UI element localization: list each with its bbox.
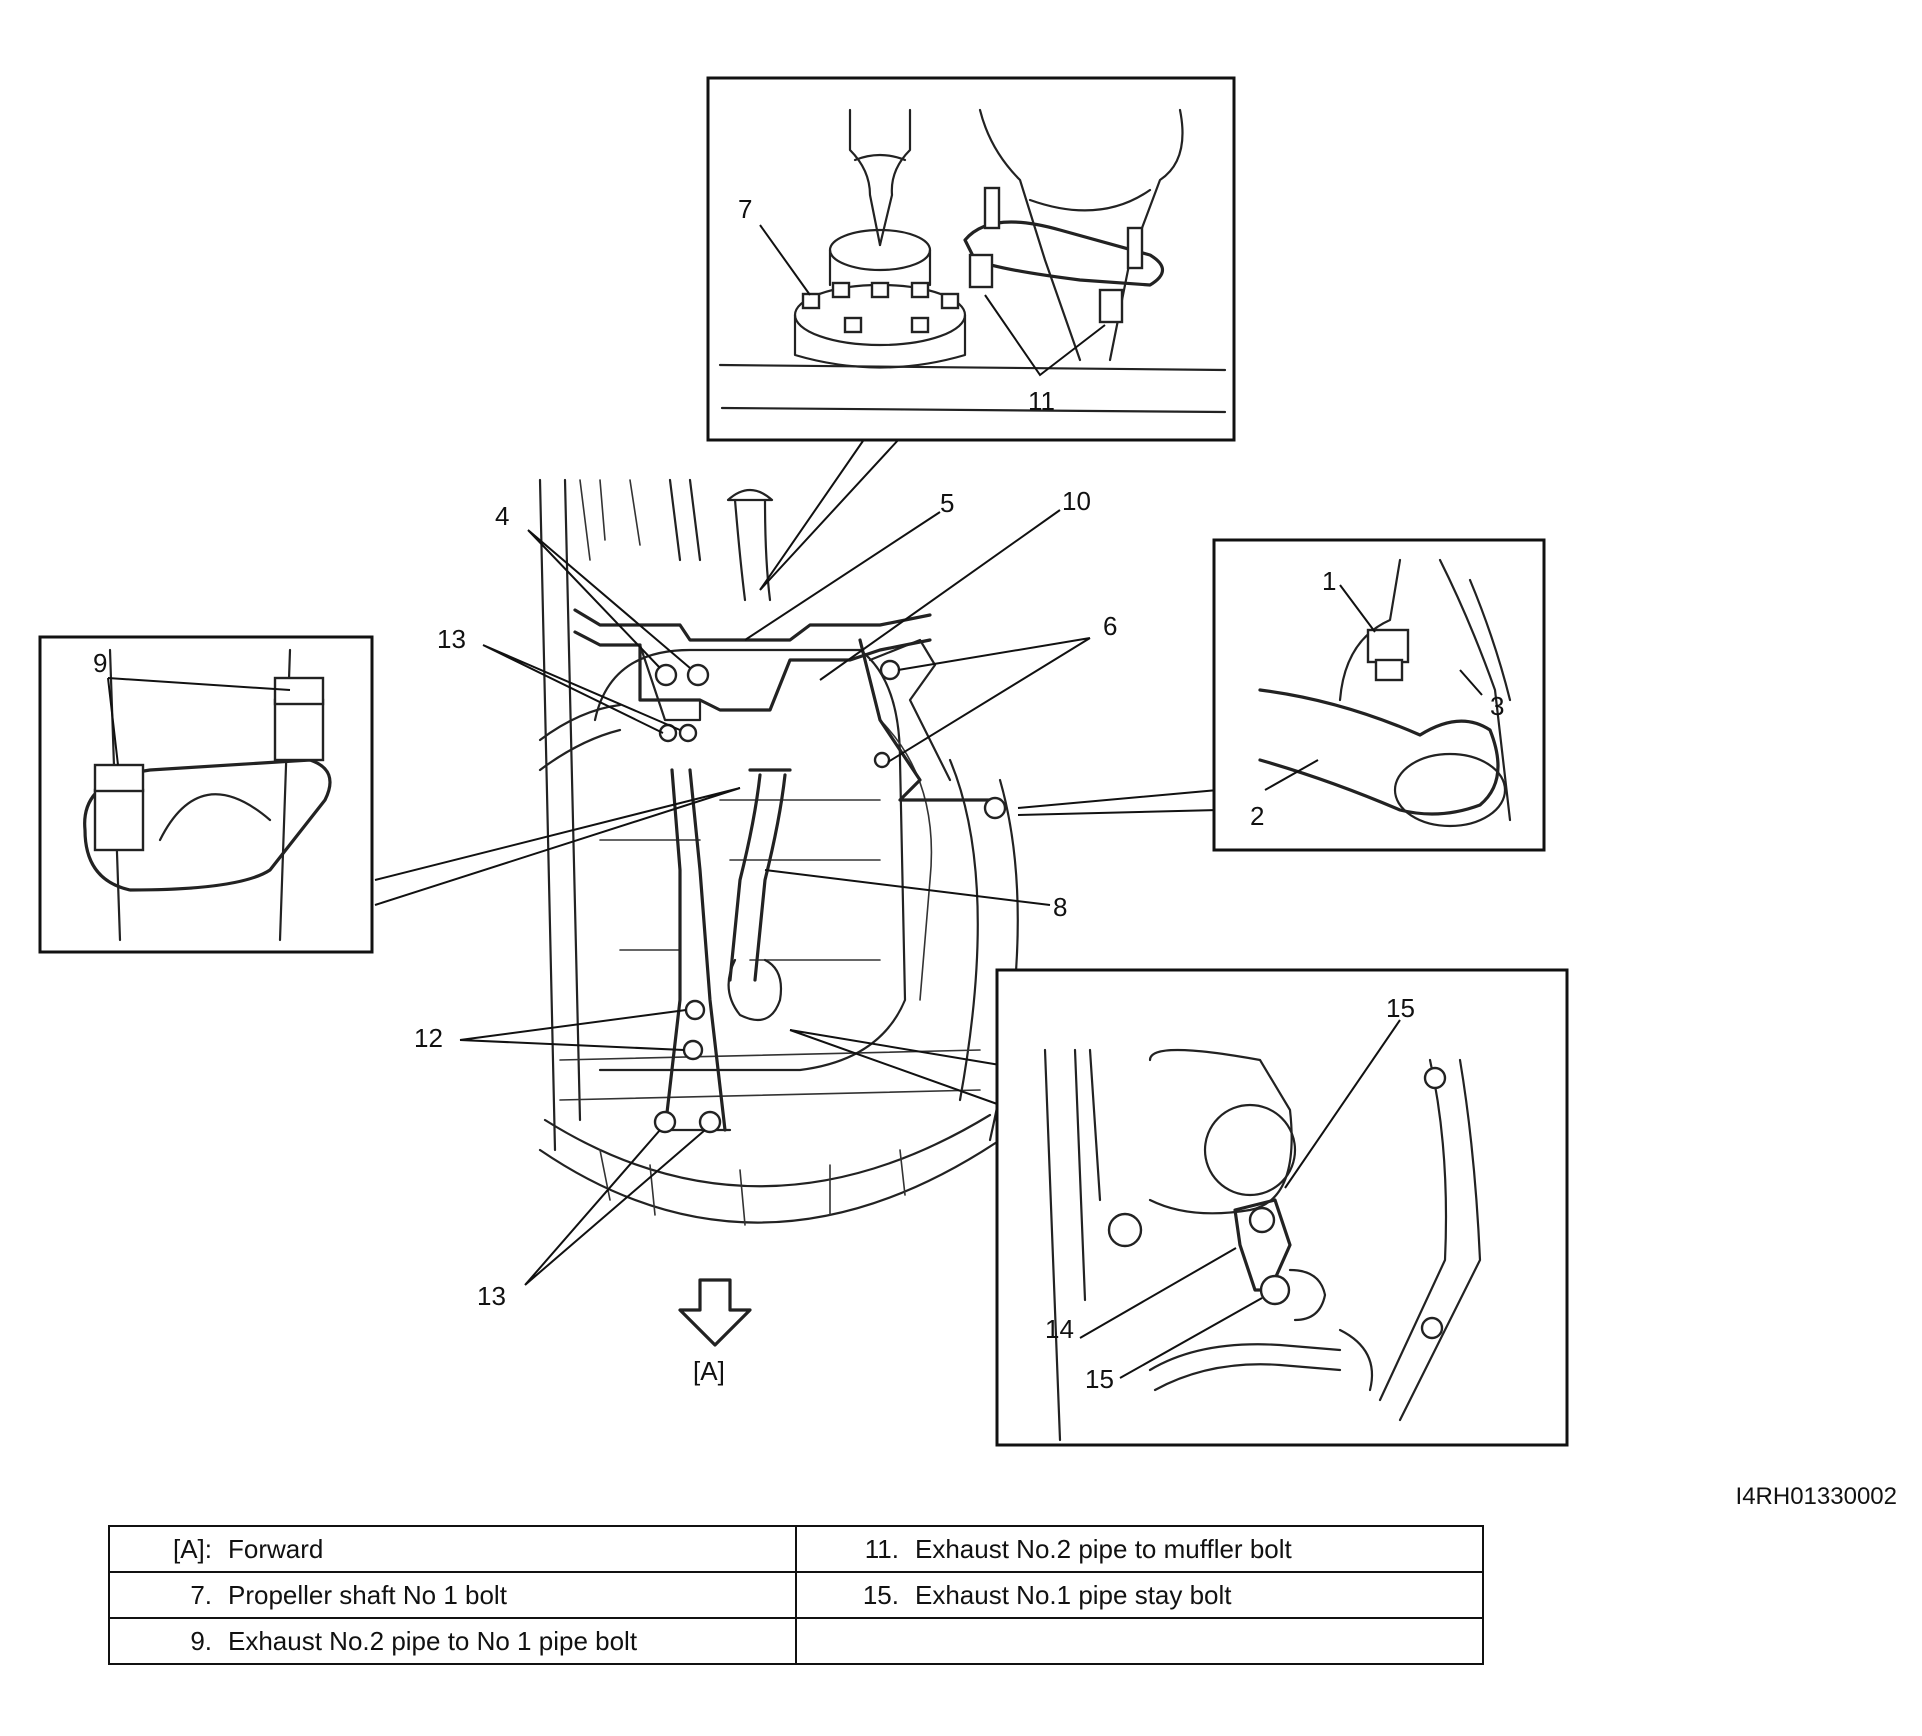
- inset-top: 7 11: [706, 76, 1236, 591]
- inset-right: 1 2 3: [1017, 538, 1546, 852]
- legend-cell: 9. Exhaust No.2 pipe to No 1 pipe bolt: [108, 1617, 797, 1665]
- legend-cell: 15. Exhaust No.1 pipe stay bolt: [795, 1571, 1484, 1619]
- legend-cell: 11. Exhaust No.2 pipe to muffler bolt: [795, 1525, 1484, 1573]
- inset-left: 9: [38, 635, 741, 954]
- callout-13-lower: 13: [477, 1281, 506, 1311]
- callout-2: 2: [1250, 801, 1264, 831]
- callout-4: 4: [495, 501, 509, 531]
- main-underbody-view: [538, 478, 1019, 1226]
- legend-text: Exhaust No.1 pipe stay bolt: [915, 1579, 1232, 1610]
- callout-13-upper: 13: [437, 624, 466, 654]
- callout-9: 9: [93, 648, 107, 678]
- legend-cell: 7. Propeller shaft No 1 bolt: [108, 1571, 797, 1619]
- legend-row: 9. Exhaust No.2 pipe to No 1 pipe bolt: [108, 1617, 1484, 1665]
- callout-5: 5: [940, 488, 954, 518]
- legend-row: [A]: Forward 11. Exhaust No.2 pipe to muff…: [108, 1525, 1484, 1573]
- callout-14: 14: [1045, 1314, 1074, 1344]
- forward-arrow: [A]: [678, 1278, 752, 1386]
- callout-12: 12: [414, 1023, 443, 1053]
- legend-key: [A]:: [172, 1533, 212, 1564]
- callout-1: 1: [1322, 566, 1336, 596]
- legend-key: 9.: [190, 1625, 212, 1656]
- callout-7: 7: [738, 194, 752, 224]
- callout-10: 10: [1062, 486, 1091, 516]
- legend-text: Forward: [228, 1533, 324, 1564]
- legend-cell: [795, 1617, 1484, 1665]
- legend-cell: [A]: Forward: [108, 1525, 797, 1573]
- callout-11: 11: [1028, 386, 1055, 416]
- forward-label: [A]: [693, 1356, 725, 1386]
- callout-8: 8: [1053, 892, 1067, 922]
- inset-lower-right: 15 14 15: [789, 968, 1569, 1447]
- callout-3: 3: [1490, 691, 1504, 721]
- legend-key: 15.: [862, 1579, 899, 1610]
- legend-text: Propeller shaft No 1 bolt: [228, 1579, 507, 1610]
- callout-15-bottom: 15: [1085, 1364, 1114, 1394]
- legend-table: [A]: Forward 11. Exhaust No.2 pipe to muff…: [108, 1525, 1484, 1665]
- exploded-diagram: [A] 7 11: [38, 76, 1569, 1447]
- image-code: I4RH01330002: [1735, 1483, 1897, 1510]
- main-callouts: 4 5 10 6 13 8 12 13: [414, 486, 1117, 1311]
- callout-6: 6: [1103, 611, 1117, 641]
- legend-text: Exhaust No.2 pipe to muffler bolt: [915, 1533, 1292, 1564]
- legend-key: 7.: [190, 1579, 212, 1610]
- callout-15-top: 15: [1386, 993, 1415, 1023]
- legend-row: 7. Propeller shaft No 1 bolt 15. Exhaust N…: [108, 1571, 1484, 1619]
- legend-text: Exhaust No.2 pipe to No 1 pipe bolt: [228, 1625, 638, 1656]
- legend-key: 11.: [864, 1533, 899, 1564]
